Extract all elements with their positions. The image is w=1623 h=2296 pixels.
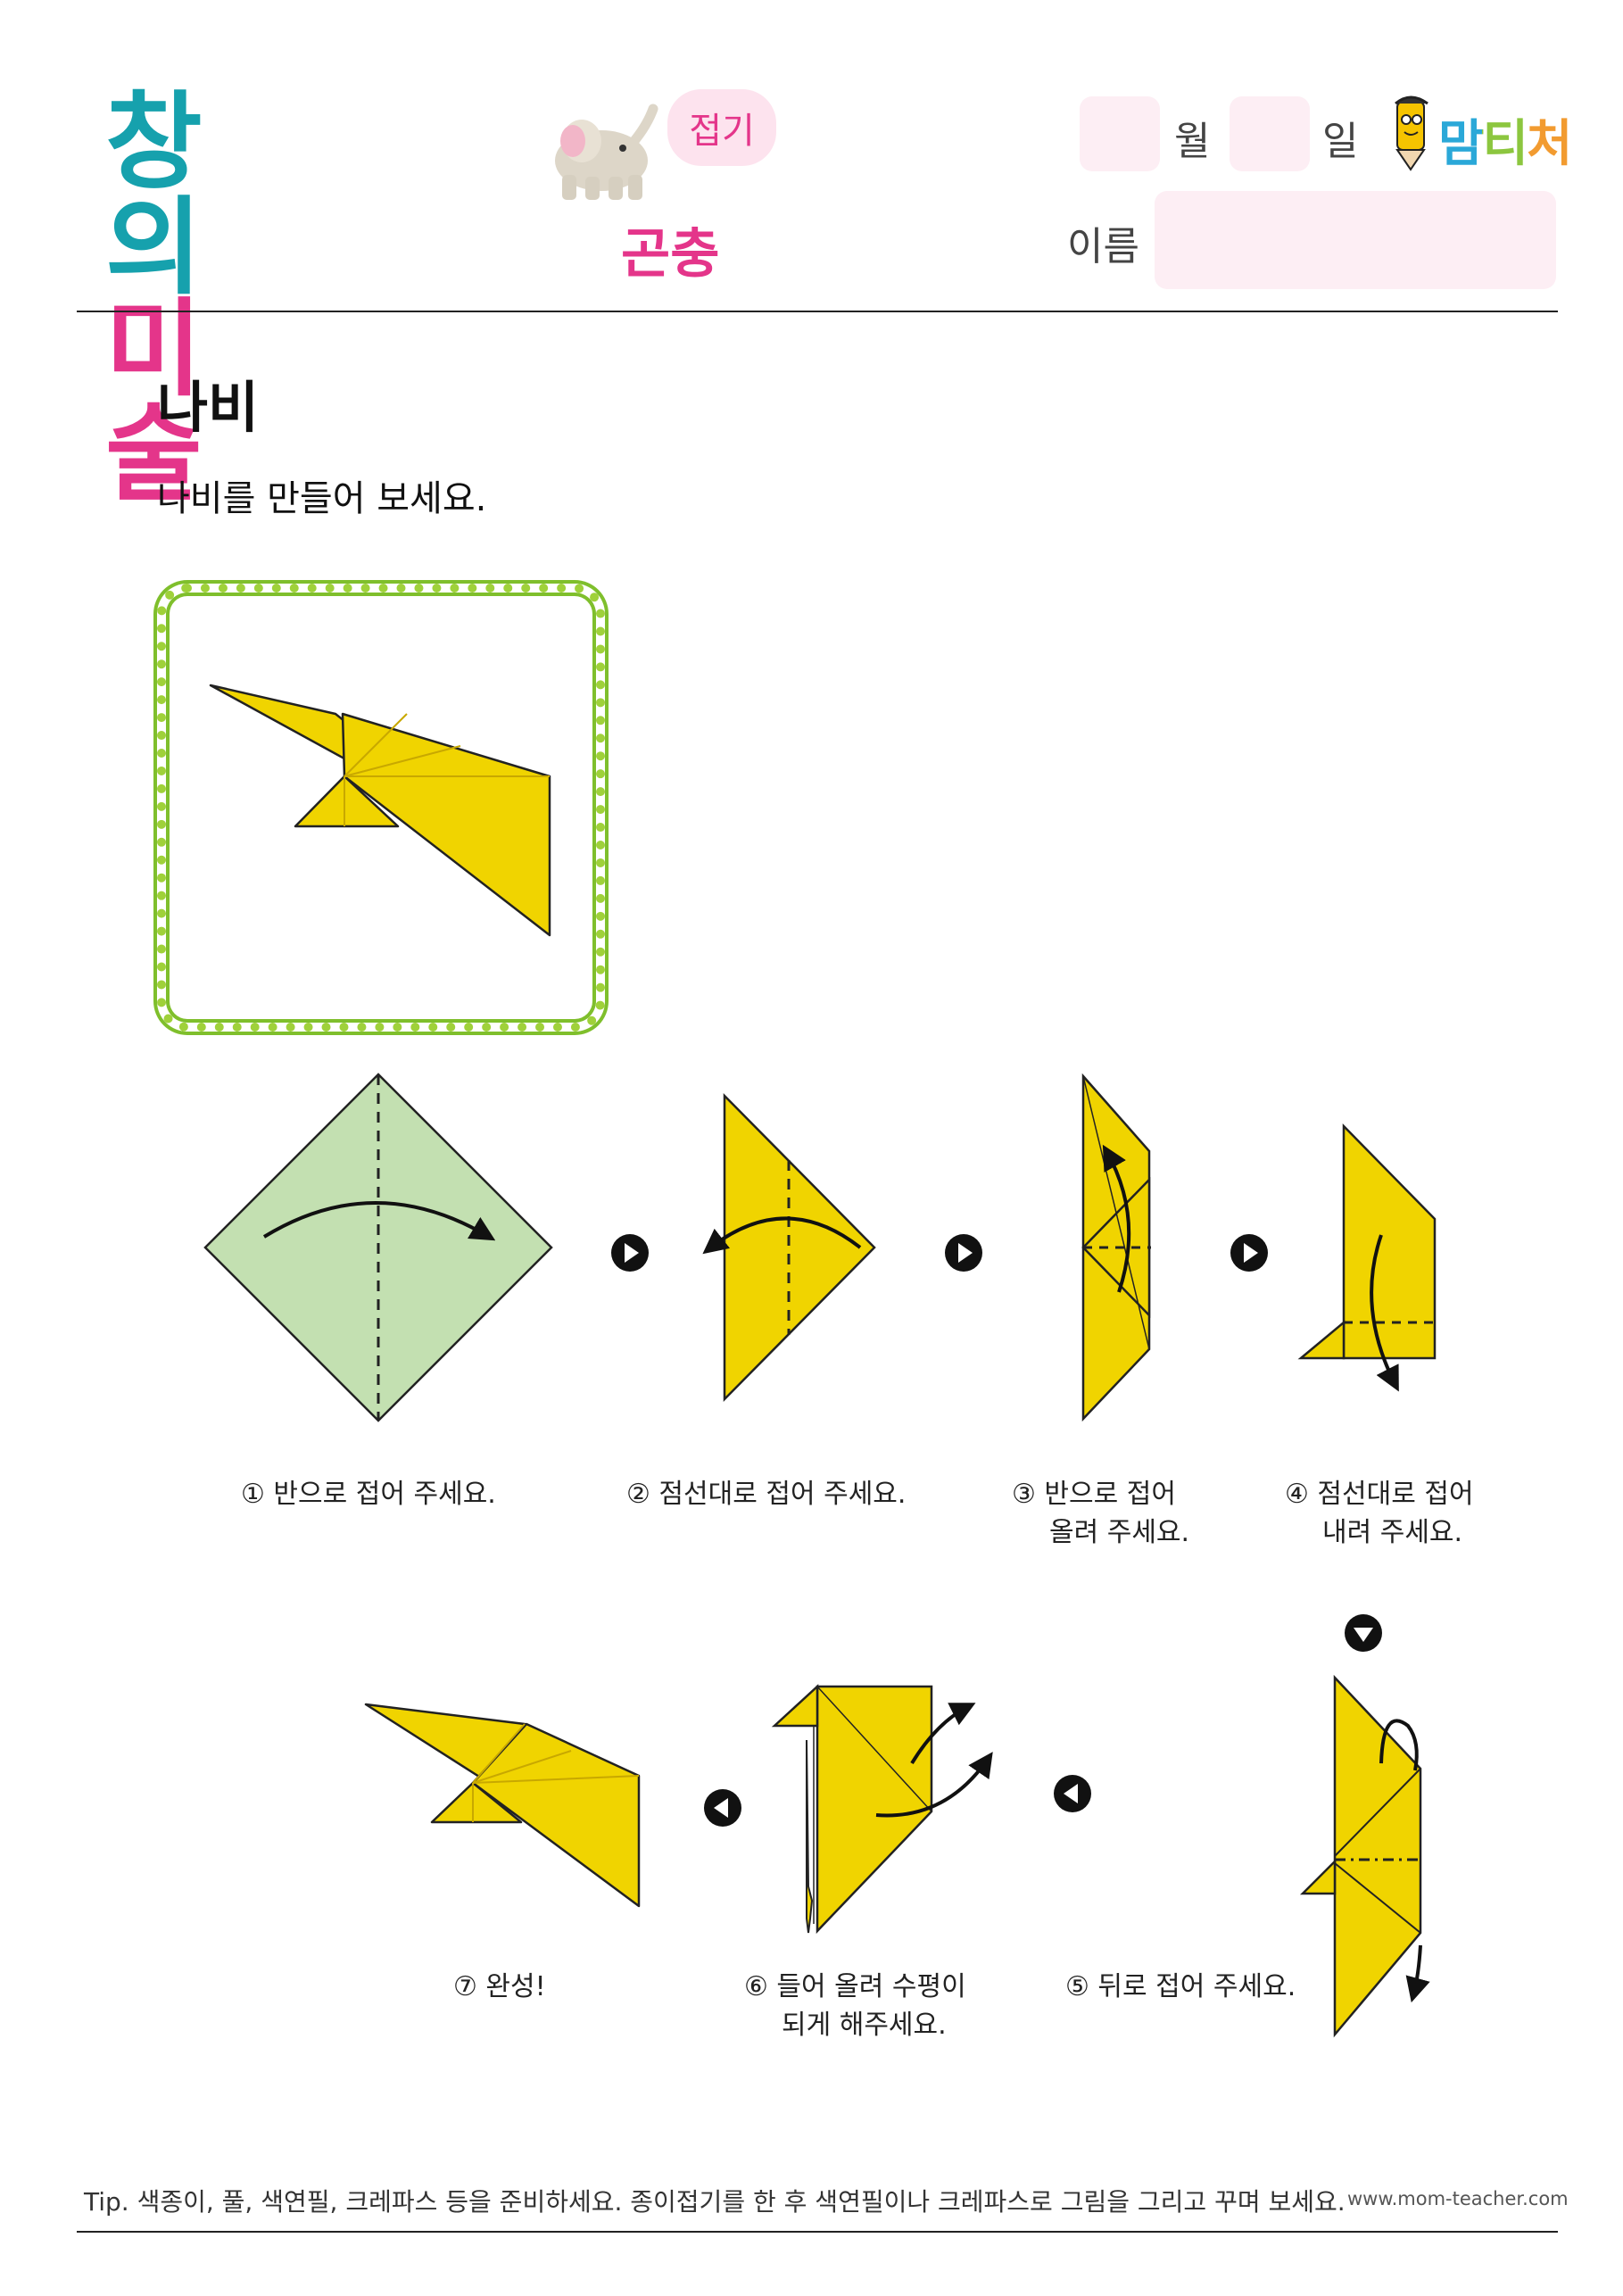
day-input[interactable] bbox=[1230, 96, 1310, 171]
step-5-diagram bbox=[1299, 1674, 1430, 2038]
header-divider bbox=[77, 311, 1558, 312]
month-input[interactable] bbox=[1080, 96, 1160, 171]
step-3-diagram bbox=[1081, 1073, 1151, 1422]
step-2-diagram bbox=[702, 1092, 876, 1403]
brand-text: 맘티처 bbox=[1438, 115, 1573, 173]
category-badge: 접기 bbox=[667, 89, 776, 166]
logo: 창의 미술 bbox=[105, 89, 284, 507]
step-1-caption: ① 반으로 접어 주세요. bbox=[241, 1479, 496, 1510]
finished-butterfly-illustration bbox=[209, 684, 551, 937]
step-7-diagram bbox=[364, 1703, 641, 1908]
step-4-diagram bbox=[1297, 1123, 1437, 1392]
month-label: 월 bbox=[1174, 119, 1211, 164]
step-1-diagram bbox=[203, 1073, 553, 1422]
footer-tip: Tip. 색종이, 풀, 색연필, 크레파스 등을 준비하세요. 종이접기를 한… bbox=[84, 2187, 1346, 2217]
step-3-caption: ③ 반으로 접어 올려 주세요. bbox=[1012, 1479, 1190, 1548]
finished-preview-frame bbox=[157, 584, 605, 1032]
step-6-caption: ⑥ 들어 올려 수평이 되게 해주세요. bbox=[744, 1971, 966, 2041]
step-7-caption: ⑦ 완성! bbox=[453, 1971, 546, 2002]
logo-line-2: 미술 bbox=[105, 287, 203, 516]
day-label: 일 bbox=[1322, 119, 1359, 164]
name-input[interactable] bbox=[1155, 191, 1556, 289]
step-2-caption: ② 점선대로 접어 주세요. bbox=[626, 1479, 907, 1510]
page-title: 나비 bbox=[157, 375, 260, 440]
name-label: 이름 bbox=[1067, 224, 1139, 269]
step-6-diagram bbox=[771, 1684, 993, 1935]
step-illustrations-row-1 bbox=[203, 1073, 1437, 1422]
pencil-mascot-icon bbox=[1395, 95, 1428, 171]
elephant-icon bbox=[555, 104, 658, 200]
step-illustrations-row-2 bbox=[364, 1614, 1430, 2038]
step-4-caption: ④ 점선대로 접어 내려 주세요. bbox=[1285, 1479, 1474, 1548]
brand-logo: 맘티처 bbox=[1438, 104, 1573, 176]
logo-line-1: 창의 bbox=[105, 80, 203, 309]
footer-divider bbox=[77, 2231, 1558, 2233]
subject-title: 곤충 bbox=[621, 223, 720, 286]
instruction-text: 나비를 만들어 보세요. bbox=[157, 478, 487, 519]
step-5-caption: ⑤ 뒤로 접어 주세요. bbox=[1065, 1971, 1296, 2002]
footer-url[interactable]: www.mom-teacher.com bbox=[1347, 2188, 1569, 2209]
